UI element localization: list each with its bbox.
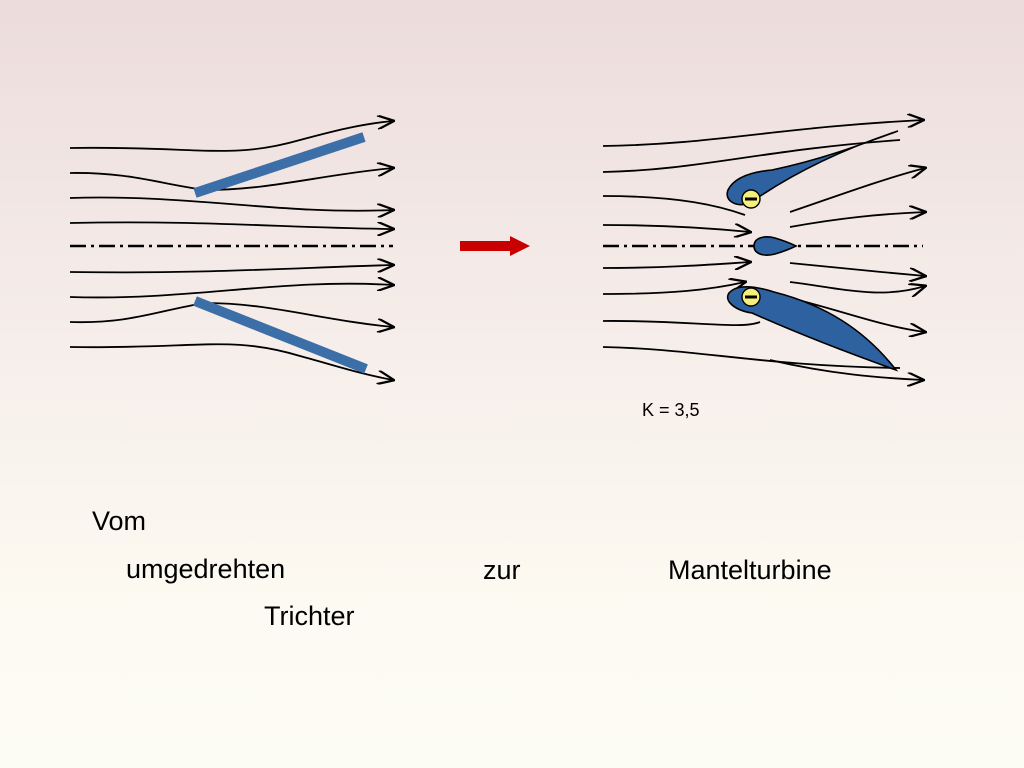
funnel-plates bbox=[193, 132, 368, 374]
caption-zur: zur bbox=[483, 555, 521, 585]
airfoil-lower bbox=[726, 286, 899, 372]
streamline bbox=[69, 121, 393, 152]
streamline bbox=[602, 282, 745, 295]
streamline bbox=[69, 265, 393, 274]
streamline bbox=[602, 346, 901, 369]
streamline bbox=[69, 196, 393, 210]
arrow-right-icon bbox=[460, 236, 530, 256]
streamline bbox=[769, 359, 923, 380]
funnel-plate-lower bbox=[193, 296, 368, 374]
minus-circle-icon bbox=[741, 189, 761, 209]
streamline bbox=[602, 225, 750, 232]
streamline bbox=[69, 284, 393, 299]
hub bbox=[753, 236, 798, 256]
streamline bbox=[69, 343, 393, 380]
airfoil-upper bbox=[726, 130, 899, 206]
streamline bbox=[602, 139, 901, 173]
funnel-plate-upper bbox=[193, 132, 366, 198]
streamline bbox=[602, 195, 746, 216]
streamline bbox=[789, 212, 925, 228]
streamline bbox=[789, 168, 925, 213]
minus-circle-icon bbox=[741, 287, 761, 307]
streamline bbox=[789, 262, 925, 276]
coefficient-label: K = 3,5 bbox=[642, 400, 700, 420]
funnel-diagram bbox=[69, 121, 393, 380]
caption-line-vom: Vom bbox=[92, 506, 147, 536]
shroud-airfoils bbox=[726, 130, 899, 372]
streamline bbox=[789, 281, 925, 293]
caption-mantelturbine: Mantelturbine bbox=[668, 555, 832, 585]
streamline bbox=[69, 221, 393, 229]
caption-line-trichter: Trichter bbox=[264, 601, 355, 631]
streamline bbox=[602, 262, 750, 268]
caption-line-umgedrehten: umgedrehten bbox=[126, 554, 286, 584]
streamline bbox=[602, 120, 923, 147]
streamline bbox=[602, 320, 761, 327]
